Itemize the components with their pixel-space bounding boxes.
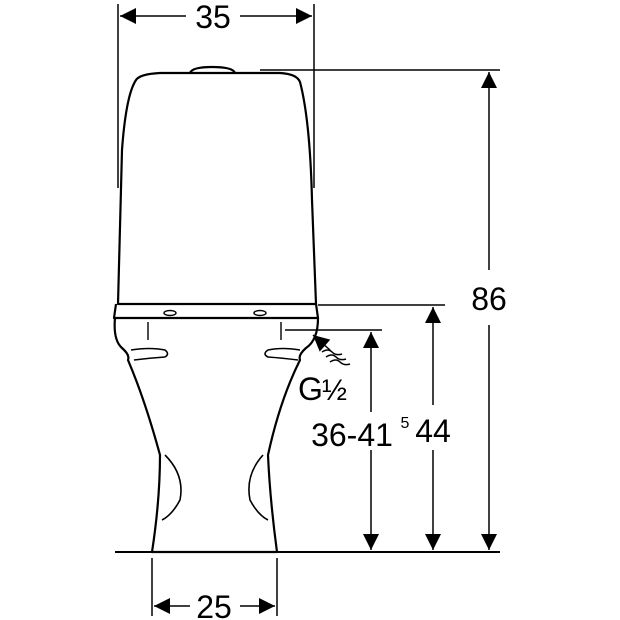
- height-total-label: 86: [471, 281, 507, 317]
- water-inlet-arrow-icon: [312, 334, 351, 366]
- width-foot-label: 25: [196, 589, 232, 620]
- bowl-body: [113, 317, 320, 554]
- foot-contour-right: [248, 454, 269, 521]
- dimension-height-seat: [318, 304, 445, 550]
- width-top-label: 35: [195, 0, 231, 35]
- dimension-width-foot: [151, 558, 278, 616]
- thread-letter: G: [298, 371, 323, 407]
- tank-lid-knob: [188, 65, 237, 74]
- height-inlet-label: 36-41: [311, 417, 393, 453]
- thread-size: ½: [322, 374, 347, 407]
- bowl-slot-left: [130, 347, 169, 361]
- seat-hole-left: [163, 309, 177, 317]
- cistern-tank: [116, 71, 318, 306]
- dimension-width-top: [117, 4, 315, 188]
- foot-contour-left: [161, 454, 182, 521]
- seat-band: [112, 303, 320, 320]
- toilet-outline: [112, 65, 320, 554]
- dimension-height-inlet: [285, 329, 382, 550]
- height-inlet-superscript: 5: [401, 415, 410, 432]
- seat-hole-right: [253, 309, 267, 317]
- dimension-height-total: [260, 69, 500, 550]
- height-seat-label: 44: [415, 413, 451, 449]
- bowl-slot-right: [264, 347, 301, 361]
